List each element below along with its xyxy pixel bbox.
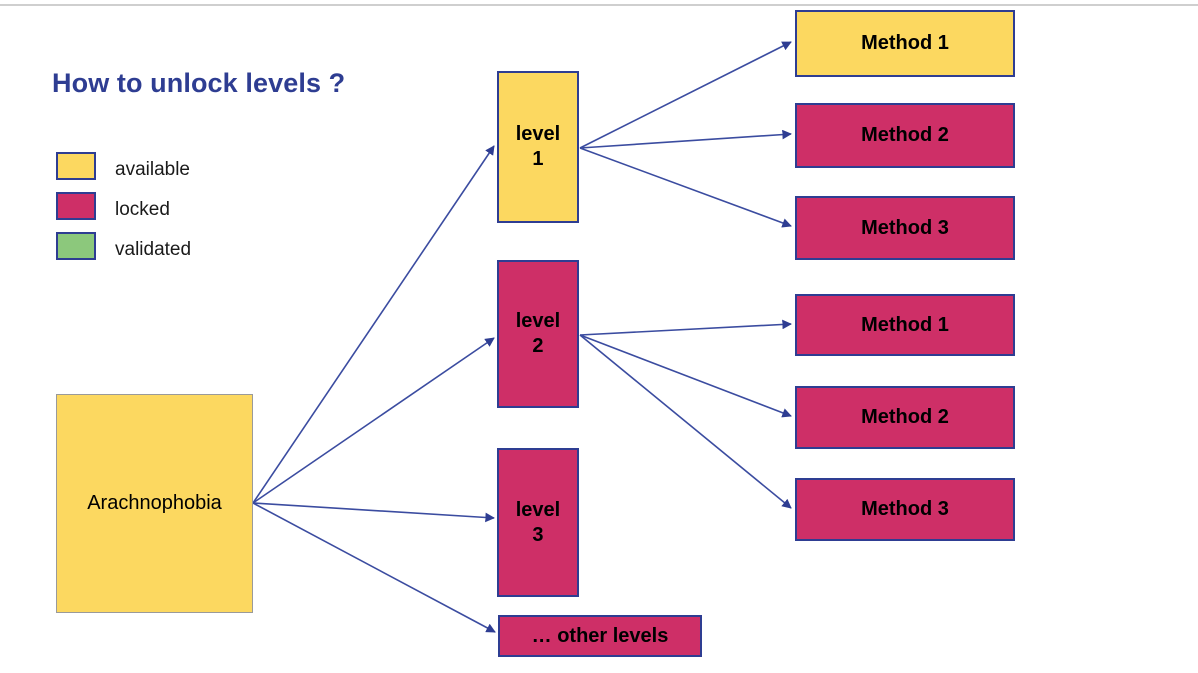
node-arachnophobia[interactable]: Arachnophobia (56, 394, 253, 613)
legend-swatch-validated (56, 232, 96, 260)
node-level2-method-3-label: Method 3 (861, 498, 949, 520)
page-title: How to unlock levels ? (52, 68, 346, 98)
legend-swatch-available (56, 152, 96, 180)
edge-level1-to-method3 (579, 147, 792, 228)
edge-level2-to-method1 (579, 319, 792, 336)
legend-swatch-locked (56, 192, 96, 220)
edge-level1-to-method1 (579, 41, 792, 149)
node-level1-method-1-label: Method 1 (861, 32, 949, 54)
edge-root-to-level3 (252, 502, 495, 523)
node-level1-method-2[interactable]: Method 2 (795, 103, 1015, 168)
node-level2-method-2-label: Method 2 (861, 406, 949, 428)
edge-level1-to-method2 (579, 129, 792, 149)
legend-label-available: available (115, 159, 190, 180)
node-level1-method-1[interactable]: Method 1 (795, 10, 1015, 77)
edge-root-to-level2 (252, 337, 495, 504)
node-level2-method-1[interactable]: Method 1 (795, 294, 1015, 356)
node-level2-method-3[interactable]: Method 3 (795, 478, 1015, 541)
edge-root-to-other-levels (252, 502, 496, 633)
edge-root-to-level1 (252, 145, 495, 504)
edge-level2-to-method3 (579, 334, 792, 509)
node-level1-method-3[interactable]: Method 3 (795, 196, 1015, 260)
edge-level2-to-method2 (579, 334, 792, 418)
node-level2-method-2[interactable]: Method 2 (795, 386, 1015, 449)
node-level1-method-3-label: Method 3 (861, 216, 949, 239)
node-other-levels[interactable]: … other levels (498, 615, 702, 657)
top-divider (0, 4, 1198, 6)
node-other-levels-label: … other levels (531, 624, 669, 647)
legend-label-validated: validated (115, 239, 192, 260)
legend-label-locked: locked (115, 199, 170, 220)
node-level2-method-1-label: Method 1 (861, 313, 949, 336)
node-arachnophobia-label: Arachnophobia (87, 492, 222, 514)
node-level1-method-2-label: Method 2 (861, 124, 949, 146)
